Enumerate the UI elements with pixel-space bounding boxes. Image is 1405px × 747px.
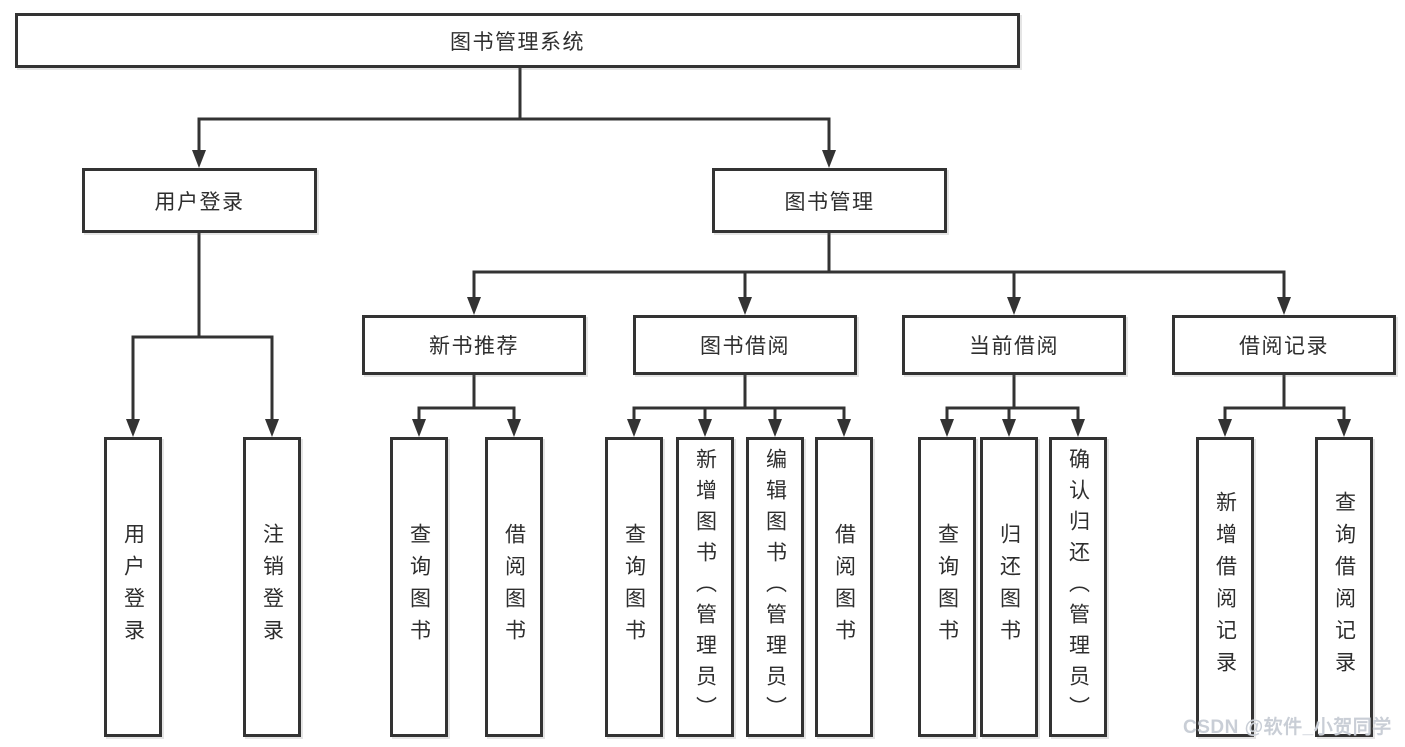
node-cb-query-book: 查询图书 bbox=[918, 437, 976, 737]
node-rec-borrow-book-label: 借阅图书 bbox=[502, 523, 526, 651]
node-br-add-record-label: 新增借阅记录 bbox=[1213, 491, 1237, 683]
node-book-borrow-label: 图书借阅 bbox=[700, 335, 790, 358]
node-cb-confirm-return-label: 确认归还（管理员） bbox=[1066, 447, 1090, 727]
node-user-login-label: 用户登录 bbox=[154, 190, 245, 214]
node-bb-edit-book-label: 编辑图书（管理员） bbox=[763, 447, 787, 727]
watermark: CSDN @软件_小贺同学 bbox=[1183, 717, 1392, 738]
arrowhead bbox=[698, 419, 712, 437]
node-leaf-logout-label: 注销登录 bbox=[260, 523, 284, 651]
node-br-query-record: 查询借阅记录 bbox=[1315, 437, 1373, 737]
node-book-mgmt-label: 图书管理 bbox=[784, 190, 875, 214]
node-cb-query-book-label: 查询图书 bbox=[935, 523, 959, 651]
arrowhead bbox=[412, 419, 426, 437]
node-bb-add-book-label: 新增图书（管理员） bbox=[693, 447, 717, 727]
node-rec-query-book: 查询图书 bbox=[390, 437, 448, 737]
connector-current-borrow-to-leaves bbox=[945, 373, 1080, 423]
node-borrow-records-label: 借阅记录 bbox=[1239, 335, 1329, 358]
arrowhead bbox=[1002, 419, 1016, 437]
node-cb-confirm-return: 确认归还（管理员） bbox=[1049, 437, 1107, 737]
arrowhead bbox=[126, 419, 140, 437]
node-leaf-user-login: 用户登录 bbox=[104, 437, 162, 737]
arrowhead bbox=[507, 419, 521, 437]
node-bb-borrow-book: 借阅图书 bbox=[815, 437, 873, 737]
arrowhead bbox=[1007, 297, 1021, 315]
node-bb-edit-book: 编辑图书（管理员） bbox=[746, 437, 804, 737]
node-current-borrow: 当前借阅 bbox=[902, 315, 1126, 375]
node-bb-query-book: 查询图书 bbox=[605, 437, 663, 737]
node-book-borrow: 图书借阅 bbox=[633, 315, 857, 375]
connector-book-mgmt-to-level3 bbox=[472, 231, 1286, 301]
node-leaf-user-login-label: 用户登录 bbox=[121, 523, 145, 651]
arrowhead bbox=[265, 419, 279, 437]
node-br-query-record-label: 查询借阅记录 bbox=[1332, 491, 1356, 683]
arrowhead bbox=[837, 419, 851, 437]
node-borrow-records: 借阅记录 bbox=[1172, 315, 1396, 375]
node-book-mgmt: 图书管理 bbox=[712, 168, 947, 233]
connector-user-login-to-leaves bbox=[131, 231, 274, 423]
node-rec-borrow-book: 借阅图书 bbox=[485, 437, 543, 737]
node-cb-return-book: 归还图书 bbox=[980, 437, 1038, 737]
arrowhead bbox=[940, 419, 954, 437]
node-bb-query-book-label: 查询图书 bbox=[622, 523, 646, 651]
node-new-book-rec: 新书推荐 bbox=[362, 315, 586, 375]
connector-borrow-records-to-leaves bbox=[1223, 373, 1346, 423]
arrowhead bbox=[192, 150, 206, 168]
arrowhead bbox=[1071, 419, 1085, 437]
node-current-borrow-label: 当前借阅 bbox=[969, 335, 1059, 358]
arrowhead bbox=[1218, 419, 1232, 437]
node-root: 图书管理系统 bbox=[15, 13, 1020, 68]
arrowhead bbox=[822, 150, 836, 168]
node-cb-return-book-label: 归还图书 bbox=[997, 523, 1021, 651]
node-br-add-record: 新增借阅记录 bbox=[1196, 437, 1254, 737]
node-rec-query-book-label: 查询图书 bbox=[407, 523, 431, 651]
node-bb-add-book: 新增图书（管理员） bbox=[676, 437, 734, 737]
connector-root-to-level2 bbox=[197, 66, 831, 154]
arrowhead bbox=[1277, 297, 1291, 315]
arrowhead bbox=[1337, 419, 1351, 437]
connector-new-book-rec-to-leaves bbox=[417, 373, 516, 423]
connector-book-borrow-to-leaves bbox=[632, 373, 846, 423]
node-root-label: 图书管理系统 bbox=[450, 30, 585, 54]
arrowhead bbox=[738, 297, 752, 315]
arrowhead bbox=[768, 419, 782, 437]
node-user-login: 用户登录 bbox=[82, 168, 317, 233]
arrowhead bbox=[467, 297, 481, 315]
arrowhead bbox=[627, 419, 641, 437]
node-leaf-logout: 注销登录 bbox=[243, 437, 301, 737]
node-bb-borrow-book-label: 借阅图书 bbox=[832, 523, 856, 651]
node-new-book-rec-label: 新书推荐 bbox=[429, 335, 519, 358]
